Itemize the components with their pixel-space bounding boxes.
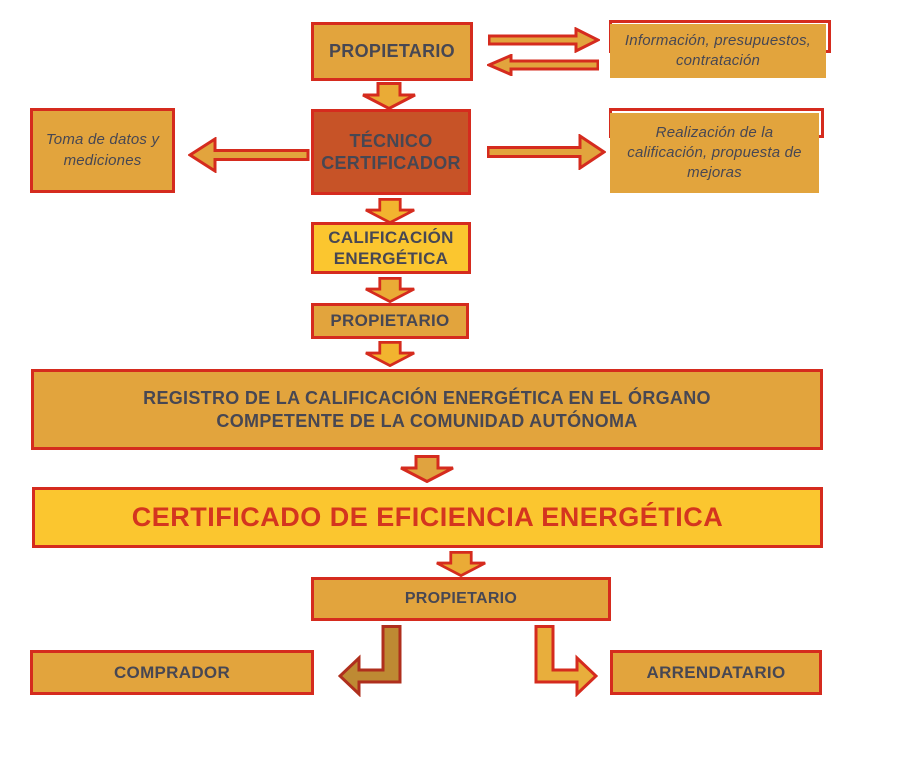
right-arrow-icon	[488, 27, 600, 53]
left-arrow-icon	[487, 54, 599, 76]
node-arrendatario: ARRENDATARIO	[610, 650, 822, 695]
node-certificado: CERTIFICADO DE EFICIENCIA ENERGÉTICA	[32, 487, 823, 548]
bent-down-right-arrow-icon	[528, 625, 598, 697]
down-arrow-icon	[361, 82, 417, 110]
down-arrow-icon	[362, 198, 418, 224]
node-info-label: Información, presupuestos, contratación	[610, 24, 826, 78]
node-registro: REGISTRO DE LA CALIFICACIÓN ENERGÉTICA E…	[31, 369, 823, 450]
node-comprador: COMPRADOR	[30, 650, 314, 695]
node-realizacion: Realización de la calificación, propuest…	[609, 107, 825, 194]
node-info: Información, presupuestos, contratación	[609, 20, 831, 80]
node-calificacion: CALIFICACIÓN ENERGÉTICA	[311, 222, 471, 274]
node-tecnico: TÉCNICO CERTIFICADOR	[311, 109, 471, 195]
bent-down-left-arrow-icon	[338, 625, 408, 697]
down-arrow-icon	[399, 455, 455, 483]
node-toma: Toma de datos y mediciones	[30, 108, 175, 193]
down-arrow-icon	[433, 551, 489, 577]
node-propietario-top: PROPIETARIO	[311, 22, 473, 81]
node-realizacion-label: Realización de la calificación, propuest…	[610, 113, 819, 193]
right-arrow-icon	[487, 134, 606, 170]
node-propietario-bottom: PROPIETARIO	[311, 577, 611, 621]
down-arrow-icon	[362, 341, 418, 367]
down-arrow-icon	[362, 277, 418, 303]
node-propietario-mid: PROPIETARIO	[311, 303, 469, 339]
left-arrow-icon	[188, 137, 310, 173]
